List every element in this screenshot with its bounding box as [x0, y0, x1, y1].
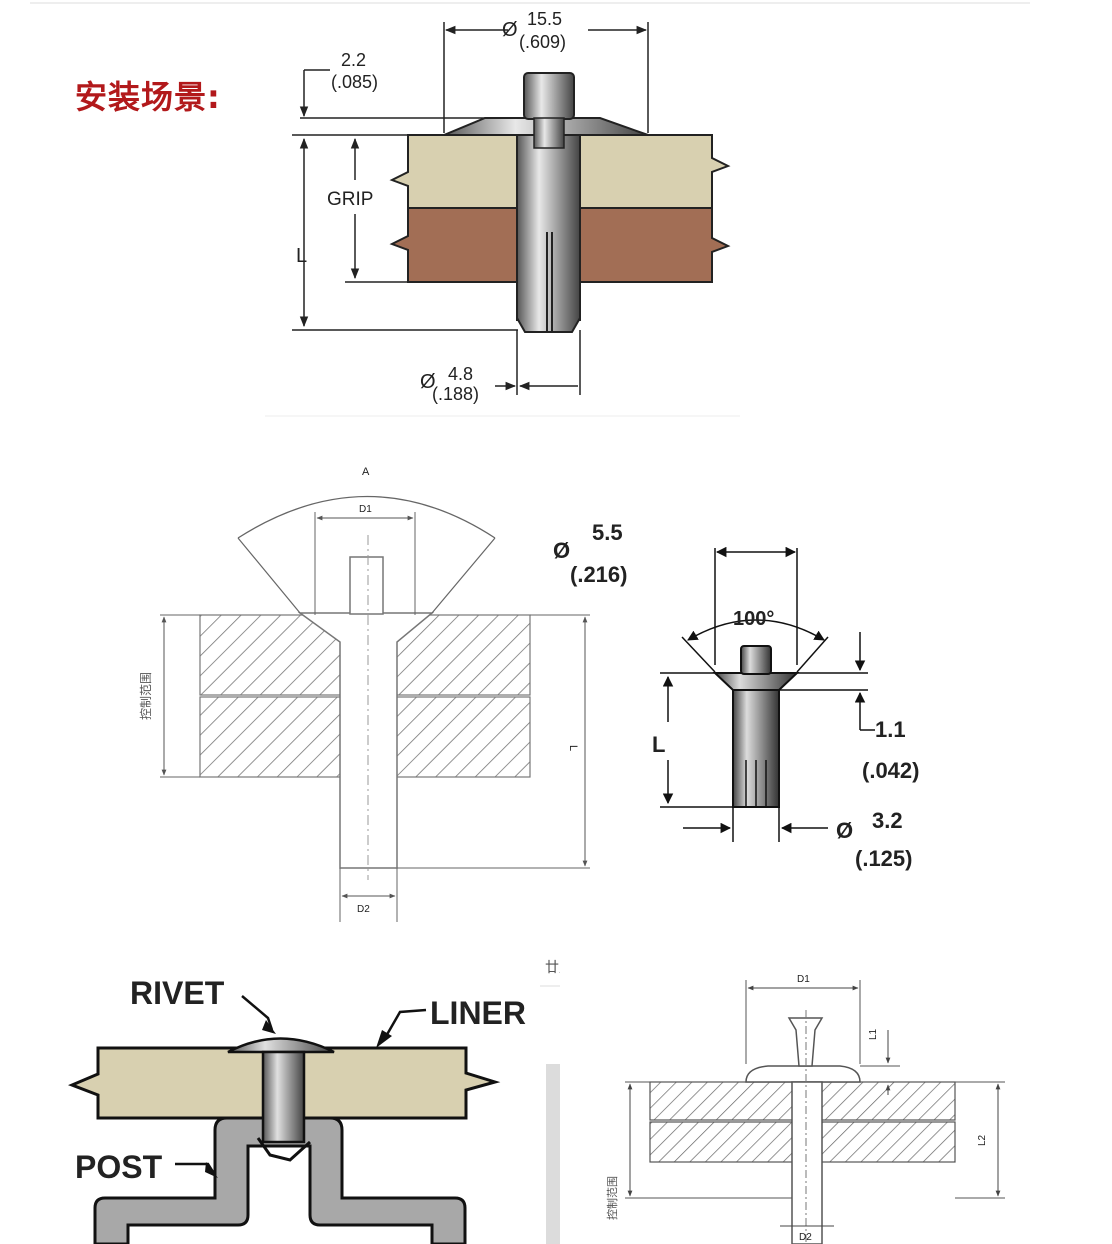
dia-symbol: Ø	[553, 538, 570, 563]
l1-label: L1	[868, 1028, 879, 1040]
shank-dia-mm: 4.8	[448, 364, 473, 384]
shank-dia-in: (.188)	[432, 384, 479, 404]
length-label: L	[652, 732, 665, 757]
rivet-shank	[261, 1050, 306, 1144]
countersunk-section-diagram: A D1 控制范围 L D2	[139, 466, 590, 922]
partial-text: 廿儿	[545, 960, 560, 976]
angle-label: A	[362, 466, 370, 478]
post-bracket	[93, 1116, 467, 1244]
rivet-grip-section-diagram: D1 L1 L2 控制范围 D2	[605, 974, 1005, 1244]
rivet-shank	[516, 134, 581, 321]
rivet-installation-diagram: Ø 15.5 (.609) 2.2 (.085) L GRIP Ø 4.8 (.…	[30, 2, 1030, 417]
d1-label: D1	[797, 974, 810, 985]
d2-label: D2	[799, 1232, 812, 1243]
shank-dia-mm: 3.2	[872, 808, 903, 833]
dia-symbol-2: Ø	[420, 371, 436, 393]
l-label: L	[567, 745, 579, 751]
grip-label: GRIP	[327, 189, 373, 210]
d1-label: D1	[359, 504, 372, 515]
rivet-head	[745, 1065, 861, 1083]
post-label: POST	[75, 1149, 163, 1185]
shank-dia-in: (.125)	[855, 846, 912, 871]
rivet-dimension-diagram: Ø 5.5 (.216) 100° 1.1 (.042) L Ø 3.2 (.1…	[553, 520, 919, 871]
image-artifact-strip	[546, 1064, 560, 1244]
head-dia-mm: 5.5	[592, 520, 623, 545]
head-height-in: (.085)	[331, 72, 378, 92]
rivet-post-liner-diagram: RIVET LINER POST 廿儿	[67, 960, 560, 1244]
head-thk-mm: 1.1	[875, 717, 906, 742]
section-title: 安装场景:	[75, 78, 221, 116]
head-dia-in: (.216)	[570, 562, 627, 587]
d2-label: D2	[357, 904, 370, 915]
angle-label: 100°	[733, 608, 774, 630]
head-dia-in: (.609)	[519, 32, 566, 52]
grip-range-label: 控制范围	[139, 672, 153, 720]
rivet-head	[227, 1037, 335, 1054]
grip-range-label: 控制范围	[605, 1176, 619, 1220]
rivet-pin	[349, 556, 384, 615]
length-label: L	[296, 245, 307, 267]
head-thk-in: (.042)	[862, 758, 919, 783]
rivet-pin	[740, 645, 772, 675]
rivet-shank	[791, 1081, 823, 1244]
liner-label: LINER	[430, 995, 526, 1031]
rivet-head	[712, 672, 800, 691]
l2-label: L2	[977, 1134, 988, 1146]
dia-symbol-2: Ø	[836, 818, 853, 843]
rivet-label: RIVET	[130, 975, 225, 1011]
dia-symbol: Ø	[502, 19, 518, 41]
head-dia-mm: 15.5	[527, 9, 562, 29]
rivet-pin	[523, 72, 575, 120]
head-height-mm: 2.2	[341, 50, 366, 70]
